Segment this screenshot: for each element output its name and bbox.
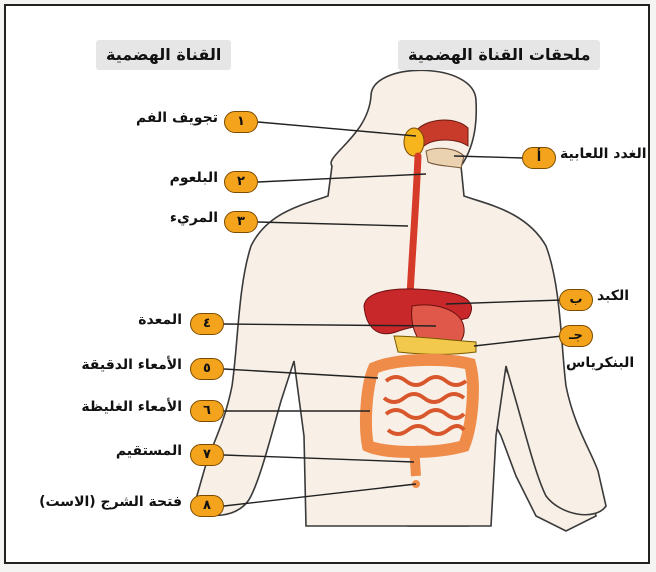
- label-liver: الكبد: [597, 287, 629, 305]
- diagram-frame: القناة الهضمية ملحقات القناة الهضمية ١ ت…: [4, 4, 650, 564]
- label-pharynx: البلعوم: [170, 169, 218, 187]
- salivary-gland: [404, 128, 424, 156]
- digestive-system-illustration: [6, 6, 648, 562]
- label-3-badge: ٣: [224, 211, 258, 233]
- label-b-badge: ب: [559, 289, 593, 311]
- label-6-badge: ٦: [190, 400, 224, 422]
- label-esophagus: المريء: [170, 209, 218, 227]
- label-large-intestine: الأمعاء الغليظة: [81, 398, 182, 416]
- heading-digestive-accessories: ملحقات القناة الهضمية: [398, 40, 600, 70]
- label-salivary-glands: الغدد اللعابية: [560, 145, 647, 163]
- label-4-badge: ٤: [190, 313, 224, 335]
- label-stomach: المعدة: [138, 311, 182, 329]
- label-5-badge: ٥: [190, 358, 224, 380]
- heading-digestive-tract: القناة الهضمية: [96, 40, 231, 70]
- label-rectum: المستقيم: [116, 442, 182, 460]
- label-oral-cavity: تجويف الفم: [136, 109, 218, 127]
- label-c-badge: جـ: [559, 325, 593, 347]
- rectum: [414, 446, 416, 476]
- label-8-badge: ٨: [190, 495, 224, 517]
- label-anus: فتحة الشرج (الاست): [39, 493, 182, 511]
- label-pancreas: البنكرياس: [566, 354, 634, 372]
- label-a-badge: أ: [522, 147, 556, 169]
- label-2-badge: ٢: [224, 171, 258, 193]
- label-small-intestine: الأمعاء الدقيقة: [81, 356, 182, 374]
- label-1-badge: ١: [224, 111, 258, 133]
- label-7-badge: ٧: [190, 444, 224, 466]
